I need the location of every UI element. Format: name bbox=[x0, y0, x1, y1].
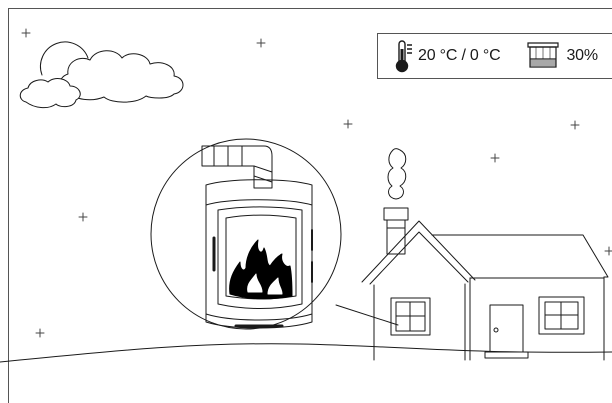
star-icon bbox=[605, 247, 612, 255]
pellet-container-icon bbox=[526, 41, 560, 71]
fuel-level-indicator[interactable]: 30% bbox=[526, 34, 597, 78]
star-icon bbox=[36, 329, 44, 337]
temperature-text: 20 °C / 0 °C bbox=[418, 47, 500, 65]
star-icon bbox=[22, 29, 30, 37]
thermometer-icon bbox=[394, 39, 414, 73]
stove-zoom-circle bbox=[151, 139, 341, 329]
star-icon bbox=[571, 121, 579, 129]
temperature-indicator[interactable]: 20 °C / 0 °C bbox=[394, 34, 500, 78]
fuel-level-text: 30% bbox=[566, 47, 597, 65]
house-illustration bbox=[336, 221, 608, 360]
ground-line bbox=[0, 344, 612, 362]
star-icon bbox=[491, 154, 499, 162]
star-icon bbox=[344, 120, 352, 128]
star-icon bbox=[257, 39, 265, 47]
star-icon bbox=[79, 213, 87, 221]
status-panel: 20 °C / 0 °C 30% bbox=[377, 33, 612, 79]
cloud-icon bbox=[20, 79, 80, 108]
smoke-icon bbox=[388, 149, 406, 200]
